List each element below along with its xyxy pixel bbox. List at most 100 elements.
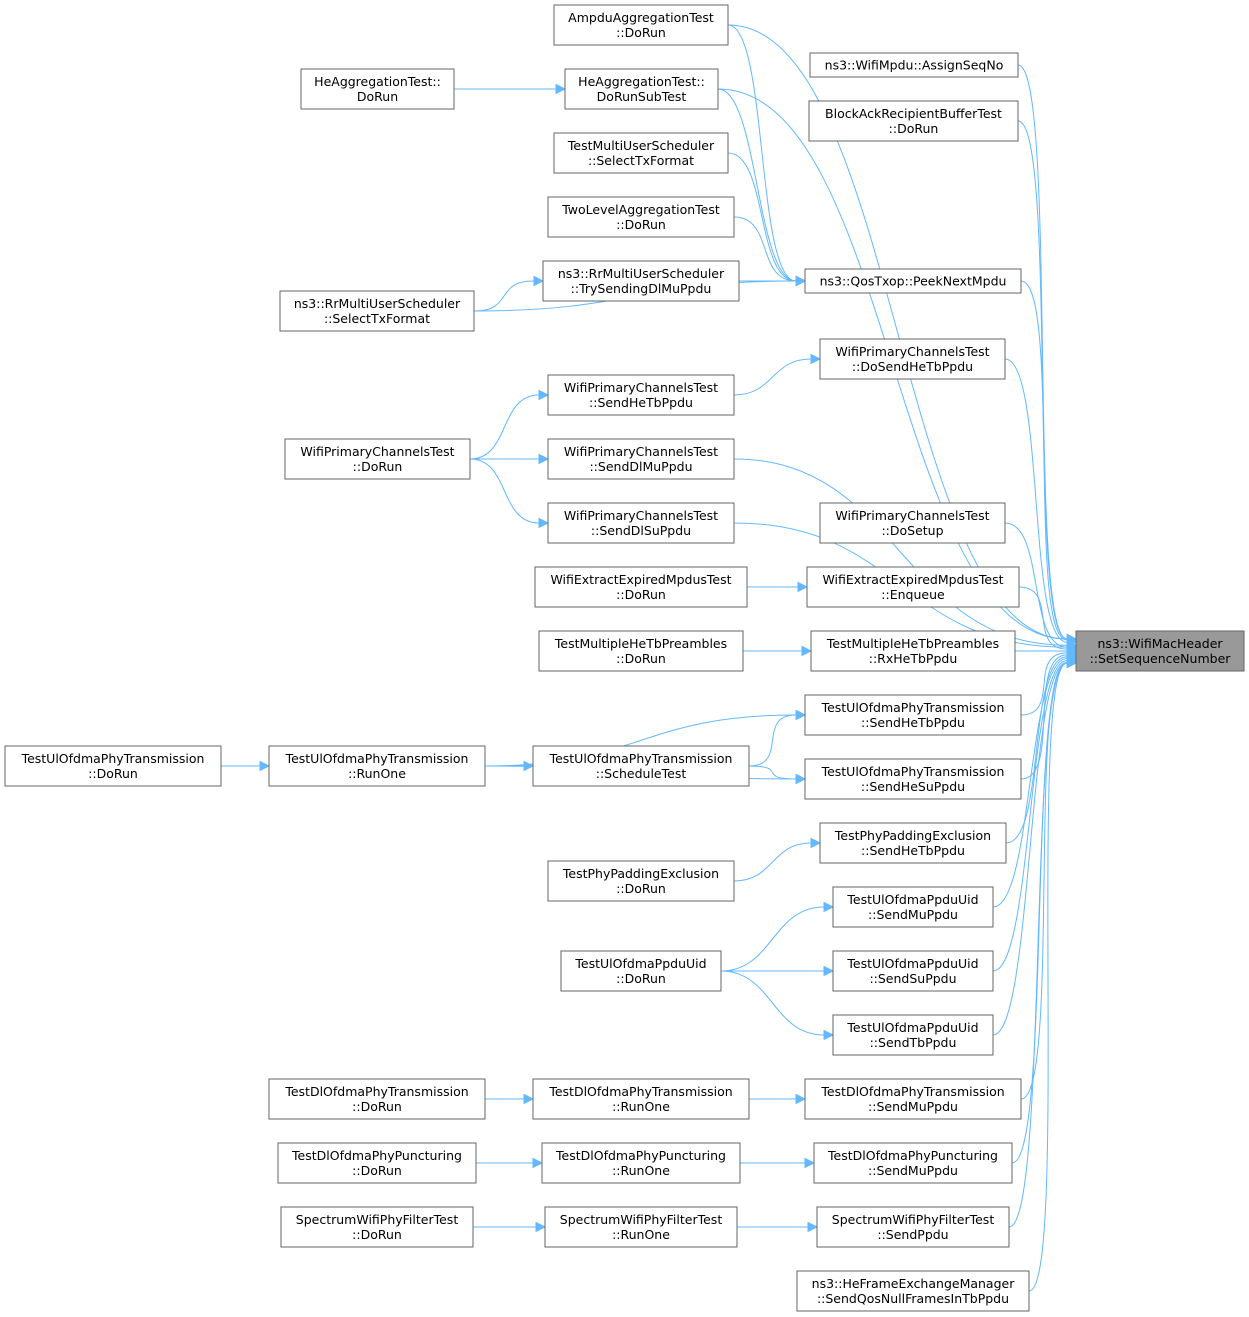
node-label: ::DoRun xyxy=(353,459,403,474)
node-tdopt_dorun[interactable]: TestDlOfdmaPhyTransmission::DoRun xyxy=(268,1078,486,1120)
node-root[interactable]: ns3::WifiMacHeader::SetSequenceNumber xyxy=(1075,630,1245,672)
node-label: WifiPrimaryChannelsTest xyxy=(564,380,718,395)
node-tdopp_runone[interactable]: TestDlOfdmaPhyPuncturing::RunOne xyxy=(541,1142,741,1184)
node-swpf_send[interactable]: SpectrumWifiPhyFilterTest::SendPpdu xyxy=(816,1206,1010,1248)
node-peek[interactable]: ns3::QosTxop::PeekNextMpdu xyxy=(804,268,1022,294)
edge-tuopt_sched-to-tuopt_sendhesu xyxy=(748,765,807,785)
node-tuopt_runone[interactable]: TestUlOfdmaPhyTransmission::RunOne xyxy=(268,745,486,787)
node-label: TestUlOfdmaPhyTransmission xyxy=(821,764,1005,779)
edge-wpc_senddlmu-to-root xyxy=(733,458,1078,651)
node-weem_dorun[interactable]: WifiExtractExpiredMpdusTest::DoRun xyxy=(534,566,748,608)
node-wpc_dosetup[interactable]: WifiPrimaryChannelsTest::DoSetup xyxy=(819,502,1006,544)
edge-wpc_dorun-to-wpc_senddlsu xyxy=(469,458,550,529)
node-tmus_select[interactable]: TestMultiUserScheduler::SelectTxFormat xyxy=(553,132,729,174)
node-label: ::DoRun xyxy=(889,121,939,136)
node-label: TestDlOfdmaPhyPuncturing xyxy=(555,1148,726,1163)
node-tdopt_runone[interactable]: TestDlOfdmaPhyTransmission::RunOne xyxy=(532,1078,750,1120)
node-label: ::RunOne xyxy=(612,1163,670,1178)
node-tppe_send[interactable]: TestPhyPaddingExclusion::SendHeTbPpdu xyxy=(819,822,1007,864)
node-label: TestPhyPaddingExclusion xyxy=(834,828,991,843)
node-swpf_runone[interactable]: SpectrumWifiPhyFilterTest::RunOne xyxy=(544,1206,738,1248)
arrow-head-icon xyxy=(810,837,822,849)
node-wpc_sendhetb[interactable]: WifiPrimaryChannelsTest::SendHeTbPpdu xyxy=(547,374,735,416)
arrow-head-icon xyxy=(538,389,550,401)
arrow-head-icon xyxy=(533,275,545,287)
node-tdopp_sendmu[interactable]: TestDlOfdmaPhyPuncturing::SendMuPpdu xyxy=(813,1142,1013,1184)
node-label: TestMultipleHeTbPreambles xyxy=(826,636,999,651)
node-wpc_dosendhetb[interactable]: WifiPrimaryChannelsTest::DoSendHeTbPpdu xyxy=(819,338,1006,380)
node-label: SpectrumWifiPhyFilterTest xyxy=(832,1212,995,1227)
edge-tdopp_runone-to-tdopp_sendmu xyxy=(740,1157,816,1169)
node-tuopt_sendhesu[interactable]: TestUlOfdmaPhyTransmission::SendHeSuPpdu xyxy=(804,758,1022,800)
node-label: ::SetSequenceNumber xyxy=(1090,651,1232,666)
edge-wpc_dorun-to-wpc_senddlmu xyxy=(470,453,550,465)
arrow-head-icon xyxy=(538,453,550,465)
edge-swpf_dorun-to-swpf_runone xyxy=(472,1221,547,1233)
arrow-head-icon xyxy=(538,517,550,529)
arrow-head-icon xyxy=(804,1157,816,1169)
edge-tuopt_dorun-to-tuopt_runone xyxy=(221,760,271,772)
node-tupu_dorun[interactable]: TestUlOfdmaPpduUid::DoRun xyxy=(560,950,722,992)
node-label: WifiPrimaryChannelsTest xyxy=(300,444,454,459)
node-label: ::DoRun xyxy=(616,881,666,896)
node-label: ::DoRun xyxy=(616,217,666,232)
node-rr_try[interactable]: ns3::RrMultiUserScheduler::TrySendingDlM… xyxy=(542,260,740,302)
edge-tupu_dorun-to-tupu_sendtb xyxy=(720,970,835,1041)
node-label: ::SendMuPpdu xyxy=(868,1163,958,1178)
node-label: ns3::WifiMpdu::AssignSeqNo xyxy=(825,58,1004,73)
node-tuopt_dorun[interactable]: TestUlOfdmaPhyTransmission::DoRun xyxy=(4,745,222,787)
node-label: ::ScheduleTest xyxy=(596,766,687,781)
node-heagg_sub[interactable]: HeAggregationTest::DoRunSubTest xyxy=(564,68,719,110)
node-label: ::DoSetup xyxy=(881,523,943,538)
node-ampdu[interactable]: AmpduAggregationTest::DoRun xyxy=(553,4,729,46)
edge-twolevel-to-peek xyxy=(733,216,807,287)
node-tupu_sendmu[interactable]: TestUlOfdmaPpduUid::SendMuPpdu xyxy=(832,886,994,928)
node-wpc_senddlmu[interactable]: WifiPrimaryChannelsTest::SendDlMuPpdu xyxy=(547,438,735,480)
edge-ampdu-to-peek xyxy=(727,24,807,287)
node-label: HeAggregationTest:: xyxy=(314,74,441,89)
node-weem_enq[interactable]: WifiExtractExpiredMpdusTest::Enqueue xyxy=(806,566,1020,608)
edge-swpf_runone-to-swpf_send xyxy=(736,1221,819,1233)
node-rr_select[interactable]: ns3::RrMultiUserScheduler::SelectTxForma… xyxy=(279,290,475,332)
node-blockack[interactable]: BlockAckRecipientBufferTest::DoRun xyxy=(808,100,1019,142)
edge-tupu_dorun-to-tupu_sendmu xyxy=(720,901,835,972)
node-label: WifiPrimaryChannelsTest xyxy=(835,344,989,359)
node-label: ::RunOne xyxy=(612,1099,670,1114)
edge-wpc_dorun-to-wpc_sendhetb xyxy=(469,389,550,460)
node-label: TestUlOfdmaPhyTransmission xyxy=(285,751,469,766)
node-tdopp_dorun[interactable]: TestDlOfdmaPhyPuncturing::DoRun xyxy=(277,1142,477,1184)
node-label: ns3::WifiMacHeader xyxy=(1097,636,1223,651)
node-tuopt_sendhetb[interactable]: TestUlOfdmaPhyTransmission::SendHeTbPpdu xyxy=(804,694,1022,736)
edge-tupu_dorun-to-tupu_sendsu xyxy=(720,965,835,977)
node-hfem[interactable]: ns3::HeFrameExchangeManager::SendQosNull… xyxy=(796,1270,1030,1312)
node-label: WifiExtractExpiredMpdusTest xyxy=(550,572,731,587)
node-tdopt_sendmu[interactable]: TestDlOfdmaPhyTransmission::SendMuPpdu xyxy=(804,1078,1022,1120)
node-label: ::SendPpdu xyxy=(877,1227,948,1242)
node-assignseq[interactable]: ns3::WifiMpdu::AssignSeqNo xyxy=(809,52,1019,78)
node-tmhtb_dorun[interactable]: TestMultipleHeTbPreambles::DoRun xyxy=(538,630,744,672)
node-tppe_dorun[interactable]: TestPhyPaddingExclusion::DoRun xyxy=(547,860,735,902)
node-label: TestUlOfdmaPpduUid xyxy=(574,956,706,971)
node-twolevel[interactable]: TwoLevelAggregationTest::DoRun xyxy=(547,196,735,238)
node-label: WifiPrimaryChannelsTest xyxy=(564,508,718,523)
edge-peek-to-root xyxy=(1020,280,1078,646)
node-wpc_senddlsu[interactable]: WifiPrimaryChannelsTest::SendDlSuPpdu xyxy=(547,502,735,544)
nodes-layer: ns3::WifiMacHeader::SetSequenceNumber Amp… xyxy=(4,4,1245,1312)
arrow-head-icon xyxy=(259,760,271,772)
node-swpf_dorun[interactable]: SpectrumWifiPhyFilterTest::DoRun xyxy=(280,1206,474,1248)
node-label: ::SendDlMuPpdu xyxy=(589,459,692,474)
node-tuopt_sched[interactable]: TestUlOfdmaPhyTransmission::ScheduleTest xyxy=(532,745,750,787)
node-label: ::RxHeTbPpdu xyxy=(869,651,958,666)
node-label: AmpduAggregationTest xyxy=(568,10,714,25)
node-tupu_sendsu[interactable]: TestUlOfdmaPpduUid::SendSuPpdu xyxy=(832,950,994,992)
node-heagg_dorun[interactable]: HeAggregationTest::DoRun xyxy=(300,68,455,110)
arrow-head-icon xyxy=(535,1221,547,1233)
node-wpc_dorun[interactable]: WifiPrimaryChannelsTest::DoRun xyxy=(284,438,471,480)
node-label: ::SendHeSuPpdu xyxy=(861,779,965,794)
node-label: ::TrySendingDlMuPpdu xyxy=(571,281,712,296)
node-tupu_sendtb[interactable]: TestUlOfdmaPpduUid::SendTbPpdu xyxy=(832,1014,994,1056)
arrow-head-icon xyxy=(555,83,567,95)
node-label: BlockAckRecipientBufferTest xyxy=(825,106,1002,121)
node-tmhtb_rx[interactable]: TestMultipleHeTbPreambles::RxHeTbPpdu xyxy=(810,630,1016,672)
